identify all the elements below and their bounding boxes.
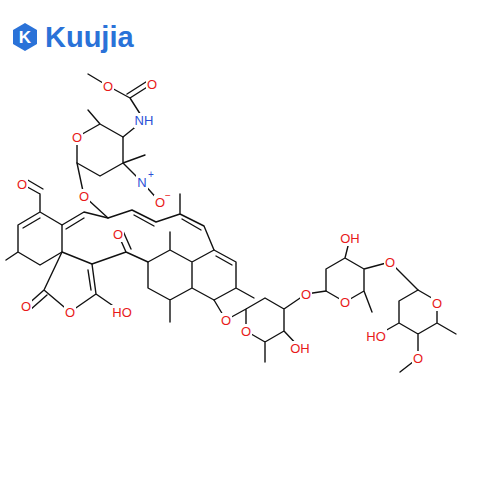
atom-label: OH <box>289 341 311 356</box>
atom-label: O <box>339 295 351 310</box>
logo-wordmark: Kuujia <box>45 23 134 52</box>
atom-label: OH <box>339 231 361 246</box>
atom-label: O <box>384 255 396 270</box>
atom-label: O <box>64 305 76 320</box>
atom-label: O <box>300 287 312 302</box>
atom-label: O <box>16 177 28 192</box>
atom-label: HO <box>111 305 133 320</box>
logo-hexagon <box>13 23 37 51</box>
atom-label: O <box>71 130 83 145</box>
atom-label: O <box>431 296 443 311</box>
atom-label: O <box>146 77 158 92</box>
atom-label: O <box>154 195 166 210</box>
atom-label: O <box>20 299 32 314</box>
atom-label: O <box>240 324 252 339</box>
atom-label: O <box>112 227 124 242</box>
atom-label: O <box>220 313 232 328</box>
atom-label: O <box>412 351 424 366</box>
atom-label: O <box>102 79 114 94</box>
atom-label: N <box>136 175 147 190</box>
atom-label: HO <box>365 329 387 344</box>
atom-label: NH <box>134 113 155 128</box>
charge-sign: − <box>165 191 171 201</box>
atom-label: O <box>78 189 90 204</box>
bonds <box>6 74 456 372</box>
logo-letter: K <box>19 29 31 46</box>
charge-sign: + <box>148 170 154 180</box>
